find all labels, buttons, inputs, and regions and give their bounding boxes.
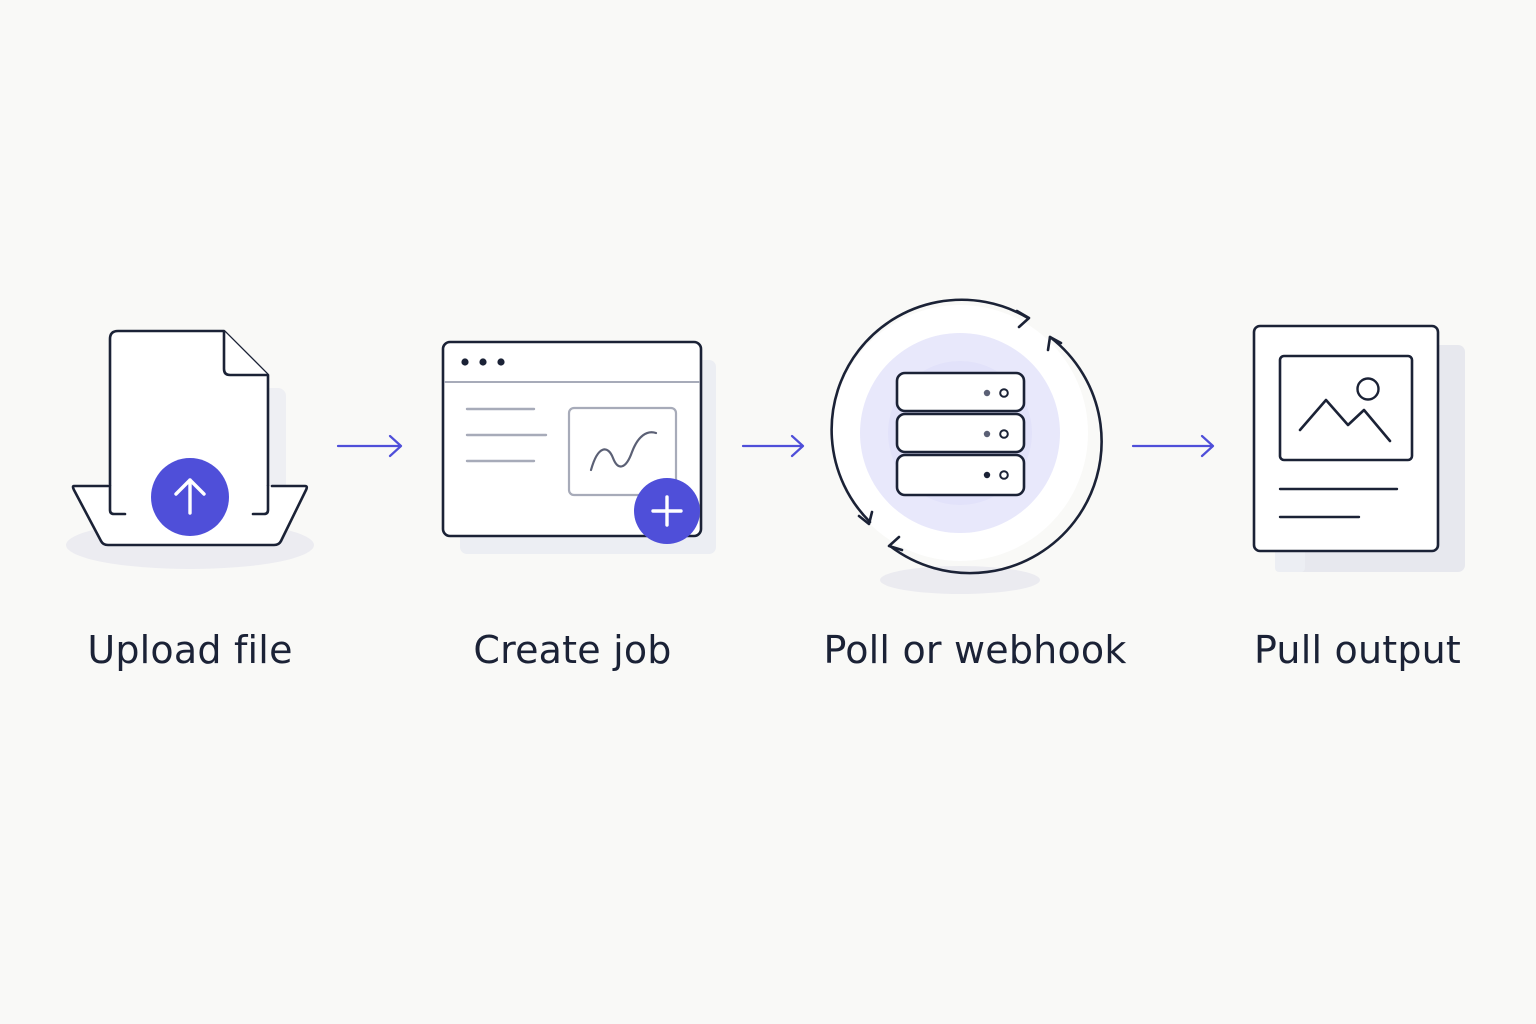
step-label-create-job: Create job bbox=[473, 628, 672, 672]
window-dot-icon bbox=[461, 358, 469, 366]
file-upload-icon bbox=[66, 329, 314, 569]
step-label-poll-or-webhook: Poll or webhook bbox=[823, 628, 1127, 672]
browser-window-add-icon bbox=[441, 340, 716, 554]
arrow-right-icon bbox=[741, 434, 805, 458]
arrow-right-icon bbox=[1131, 434, 1215, 458]
server-stack-icon bbox=[895, 371, 1026, 497]
sync-arrows-icon bbox=[830, 298, 1103, 575]
upload-arrow-icon bbox=[151, 458, 229, 536]
window-dot-icon bbox=[479, 358, 487, 366]
add-plus-icon bbox=[634, 478, 700, 544]
image-placeholder-icon bbox=[1278, 354, 1414, 462]
step-label-pull-output: Pull output bbox=[1253, 628, 1462, 672]
image-document-icon bbox=[1252, 324, 1465, 572]
window-dot-icon bbox=[497, 358, 505, 366]
server-sync-icon bbox=[830, 298, 1103, 594]
step-label-upload-file: Upload file bbox=[87, 628, 293, 672]
arrow-right-icon bbox=[336, 434, 403, 458]
